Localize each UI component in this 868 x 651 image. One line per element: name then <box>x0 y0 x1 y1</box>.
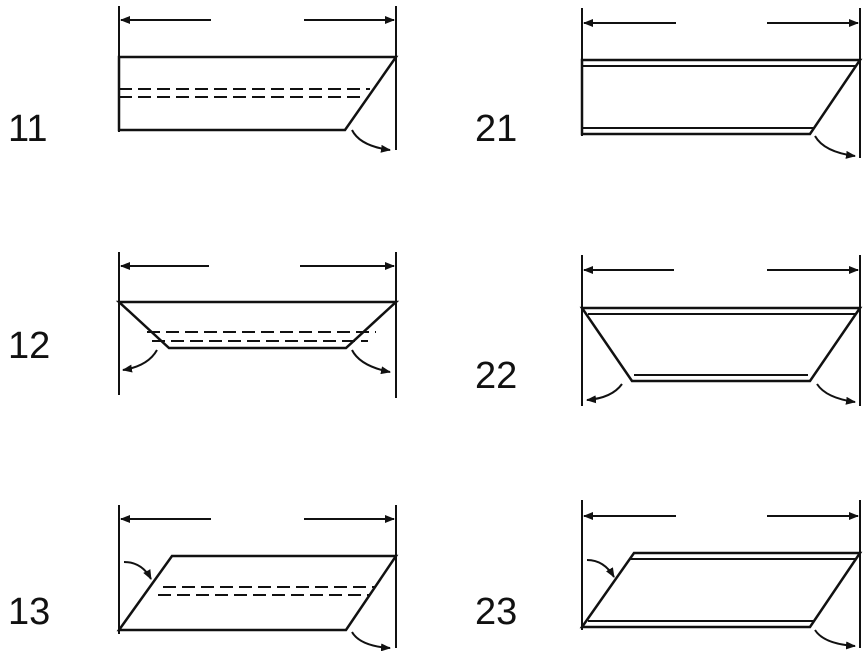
angle-rotation-arrow-left <box>122 349 158 373</box>
angle-rotation-arrow-right <box>351 349 391 375</box>
profile-outline <box>116 554 399 632</box>
profile-outline <box>117 55 399 132</box>
angle-rotation-arrow <box>814 135 856 159</box>
diagram-22 <box>579 255 863 406</box>
angle-rotation-arrow-right <box>816 383 856 405</box>
diagram-code-label: 13 <box>8 591 51 633</box>
diagram-12 <box>115 252 400 398</box>
diagram-21 <box>580 8 863 159</box>
angle-rotation-arrow <box>351 129 391 153</box>
profile-outline <box>580 58 863 136</box>
diagram-11 <box>117 6 399 153</box>
diagram-code-label: 23 <box>475 591 518 633</box>
angle-rotation-arrow-left <box>586 559 615 578</box>
diagram-13 <box>116 505 399 651</box>
diagram-code-label: 11 <box>8 108 48 150</box>
diagram-23 <box>579 500 863 650</box>
diagram-code-label: 21 <box>475 108 518 150</box>
diagram-code-label: 22 <box>475 355 518 397</box>
angle-rotation-arrow-left <box>586 383 623 404</box>
profile-outline <box>579 551 863 629</box>
angle-rotation-arrow-left <box>123 561 152 580</box>
angle-rotation-arrow-right <box>814 629 856 650</box>
angle-rotation-arrow-right <box>351 631 391 651</box>
diagram-code-label: 12 <box>8 325 51 367</box>
profile-outline <box>579 306 863 383</box>
